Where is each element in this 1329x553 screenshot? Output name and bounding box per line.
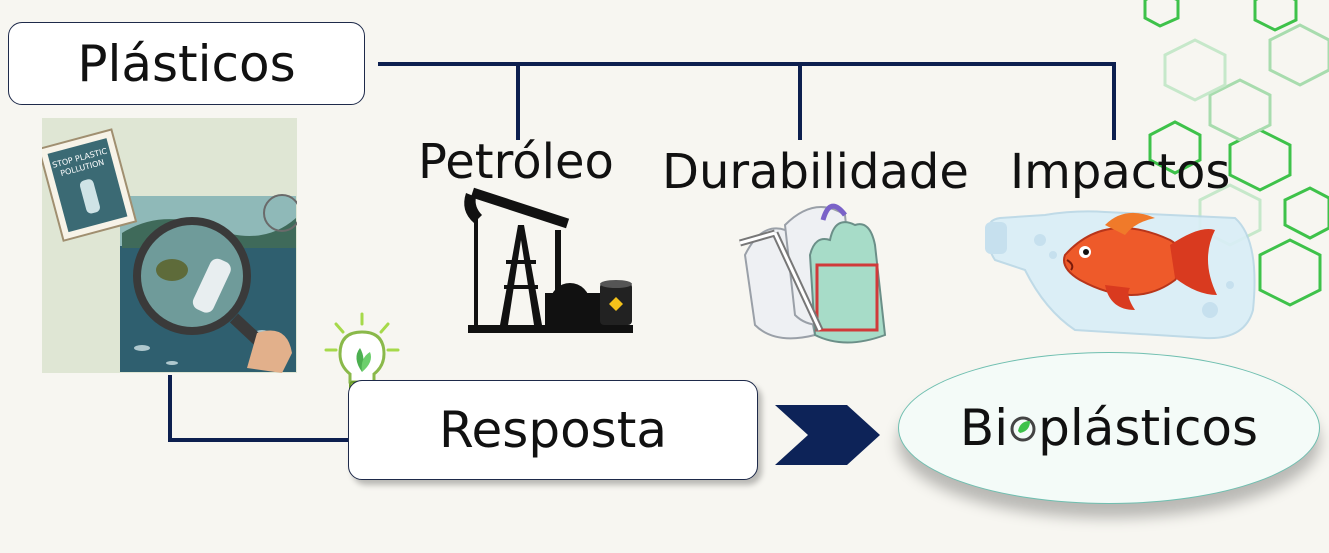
title-text: Plásticos: [77, 34, 296, 93]
fish-in-bottle-icon: [985, 210, 1256, 340]
fish: [1063, 212, 1217, 310]
magnifying-glass-icon: [133, 217, 251, 335]
branch-label-impactos: Impactos: [1010, 144, 1231, 200]
response-text: Resposta: [439, 401, 667, 459]
bioplasticos-ellipse: Bi plásticos: [898, 352, 1320, 504]
title-box: Plásticos: [8, 22, 365, 105]
branch-label-durabilidade: Durabilidade: [662, 144, 969, 200]
chevron-right-icon: [775, 405, 880, 465]
bioplasticos-suffix: plásticos: [1038, 399, 1259, 457]
plastic-pollution-poster: STOP PLASTIC POLLUTION: [42, 118, 297, 373]
bioplasticos-prefix: Bi: [959, 399, 1009, 457]
branch-label-petroleo: Petróleo: [418, 134, 614, 190]
oil-pump-icon: [464, 187, 633, 333]
response-box: Resposta: [348, 380, 758, 480]
leaf-o-icon: [1010, 416, 1036, 442]
plastic-bags-icon: [739, 203, 887, 344]
response-line: [168, 375, 350, 442]
